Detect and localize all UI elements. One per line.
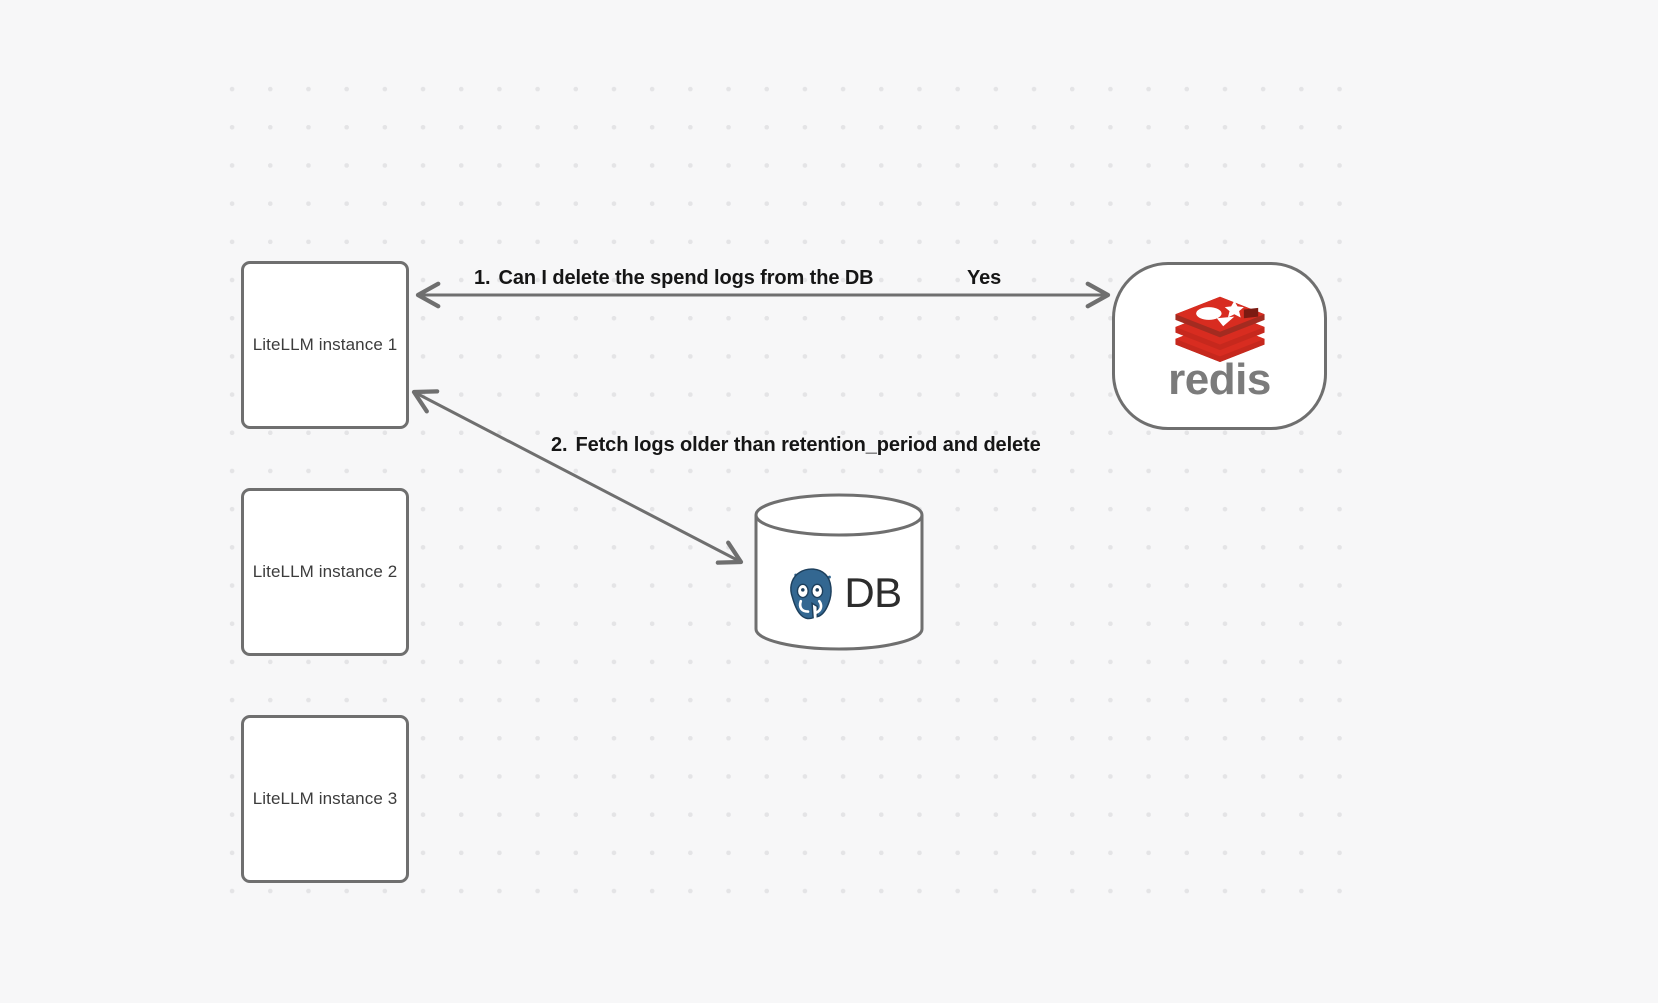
edge-label-step-1-text: Can I delete the spend logs from the DB bbox=[498, 267, 874, 289]
node-redis[interactable]: redis bbox=[1112, 262, 1327, 430]
redis-wordmark: redis bbox=[1168, 355, 1271, 404]
node-litellm-instance-3-label: LiteLLM instance 3 bbox=[252, 789, 398, 808]
node-db[interactable]: DB bbox=[753, 493, 925, 651]
redis-logo-icon bbox=[1174, 296, 1265, 362]
node-litellm-instance-2-label: LiteLLM instance 2 bbox=[252, 562, 398, 581]
edge-label-step-2: 2. Fetch logs older than retention_period… bbox=[551, 434, 1041, 457]
node-litellm-instance-3[interactable]: LiteLLM instance 3 bbox=[241, 715, 409, 883]
postgresql-elephant-icon bbox=[788, 566, 838, 622]
db-label: DB bbox=[844, 569, 902, 616]
edge-label-step-1: 1. Can I delete the spend logs from the D… bbox=[474, 267, 874, 290]
node-litellm-instance-2[interactable]: LiteLLM instance 2 bbox=[241, 488, 409, 656]
edge-label-step-2-text: Fetch logs older than retention_period a… bbox=[575, 434, 1041, 456]
node-litellm-instance-1-label: LiteLLM instance 1 bbox=[252, 335, 398, 354]
edge-label-step-1-number: 1. bbox=[474, 267, 491, 289]
edge-label-step-1-reply: Yes bbox=[967, 267, 1002, 289]
edge-litellm1-db bbox=[411, 389, 744, 565]
edge-label-step-2-number: 2. bbox=[551, 434, 568, 456]
database-cylinder-shape bbox=[754, 493, 924, 651]
node-litellm-instance-1[interactable]: LiteLLM instance 1 bbox=[241, 261, 409, 429]
